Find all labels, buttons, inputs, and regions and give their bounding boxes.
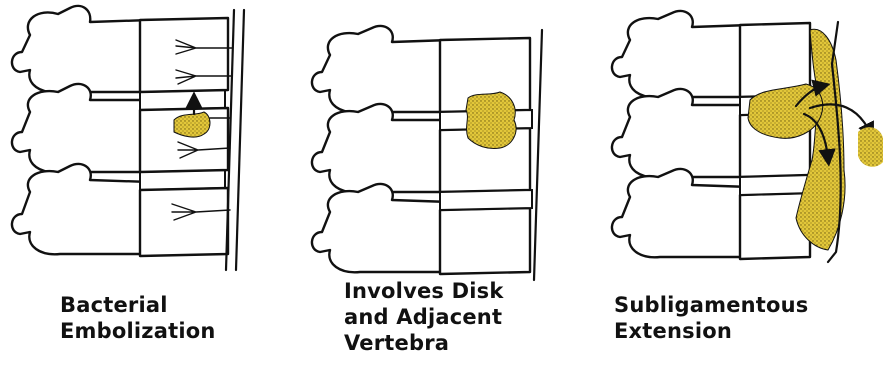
spine-diagram-1 [0,0,290,280]
anterior-ligament [534,30,542,280]
intervertebral-disk [740,175,812,195]
spine-diagram-3 [600,0,883,280]
panel-bacterial-embolization: Bacterial Embolization [0,0,290,368]
panel-subligamentous-extension: Subligamentous Extension [600,0,883,368]
caption-disk-involvement: Involves Disk and Adjacent Vertebra [344,278,504,356]
intervertebral-disk [140,170,225,190]
vessel [236,10,244,270]
caption-subligamentous-extension: Subligamentous Extension [614,292,809,344]
infection-focus [466,92,516,149]
panel-disk-involvement: Involves Disk and Adjacent Vertebra [300,0,590,368]
paravertebral-collection [858,127,883,167]
intervertebral-disk [140,90,225,110]
caption-bacterial-embolization: Bacterial Embolization [60,292,216,344]
intervertebral-disk [440,190,532,210]
spine-diagram-2 [300,0,590,280]
